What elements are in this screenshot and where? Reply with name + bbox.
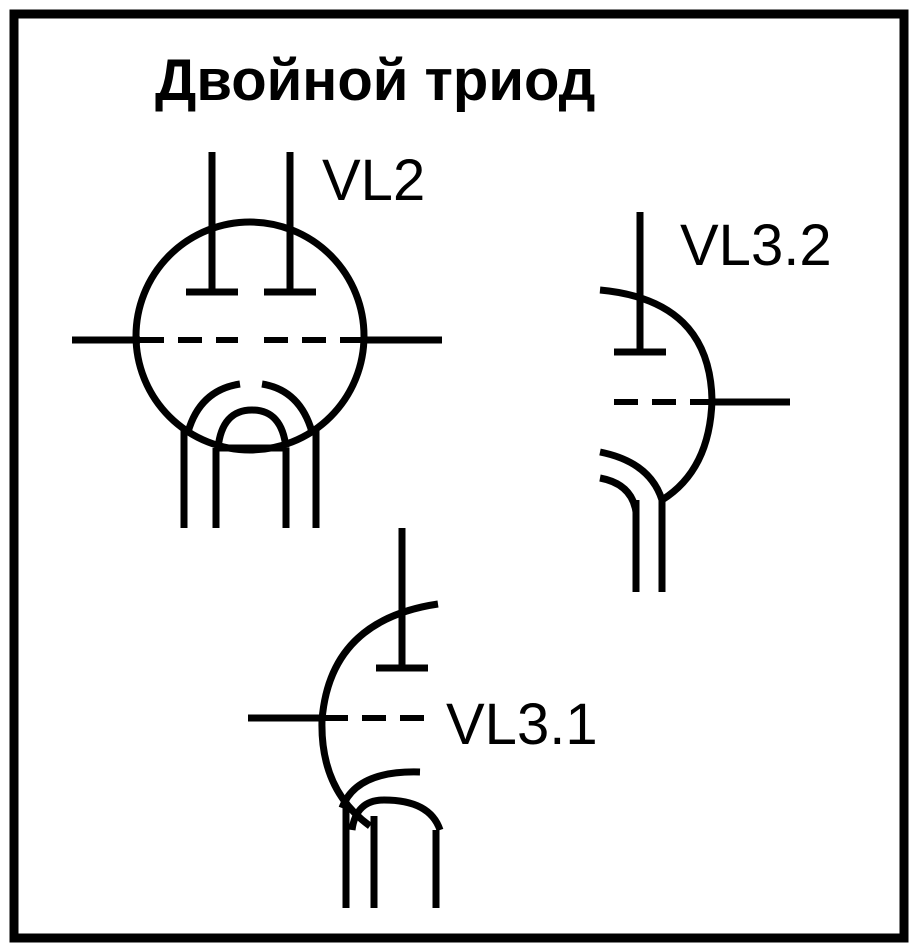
half-envelope-2 xyxy=(599,286,716,503)
cathode-arc-right xyxy=(261,380,316,434)
cathode-arc-vl32-b xyxy=(599,474,640,513)
double-triode-symbol xyxy=(72,152,442,528)
label-vl3-1: VL3.1 xyxy=(446,692,598,757)
label-vl2: VL2 xyxy=(322,148,425,213)
diagram-border xyxy=(9,9,909,943)
triode-half-2-symbol xyxy=(599,212,790,592)
triode-half-1-symbol xyxy=(248,528,444,908)
label-vl3-2: VL3.2 xyxy=(680,213,832,278)
cathode-arc-left xyxy=(184,380,241,434)
cathode-arc-vl32-a xyxy=(599,448,666,502)
tube-envelope xyxy=(132,218,368,454)
heater-arc xyxy=(214,406,290,449)
cathode-arc-vl31 xyxy=(338,768,421,810)
heater-arc-vl31 xyxy=(348,796,444,832)
diagram-title: Двойной триод xyxy=(155,48,596,113)
